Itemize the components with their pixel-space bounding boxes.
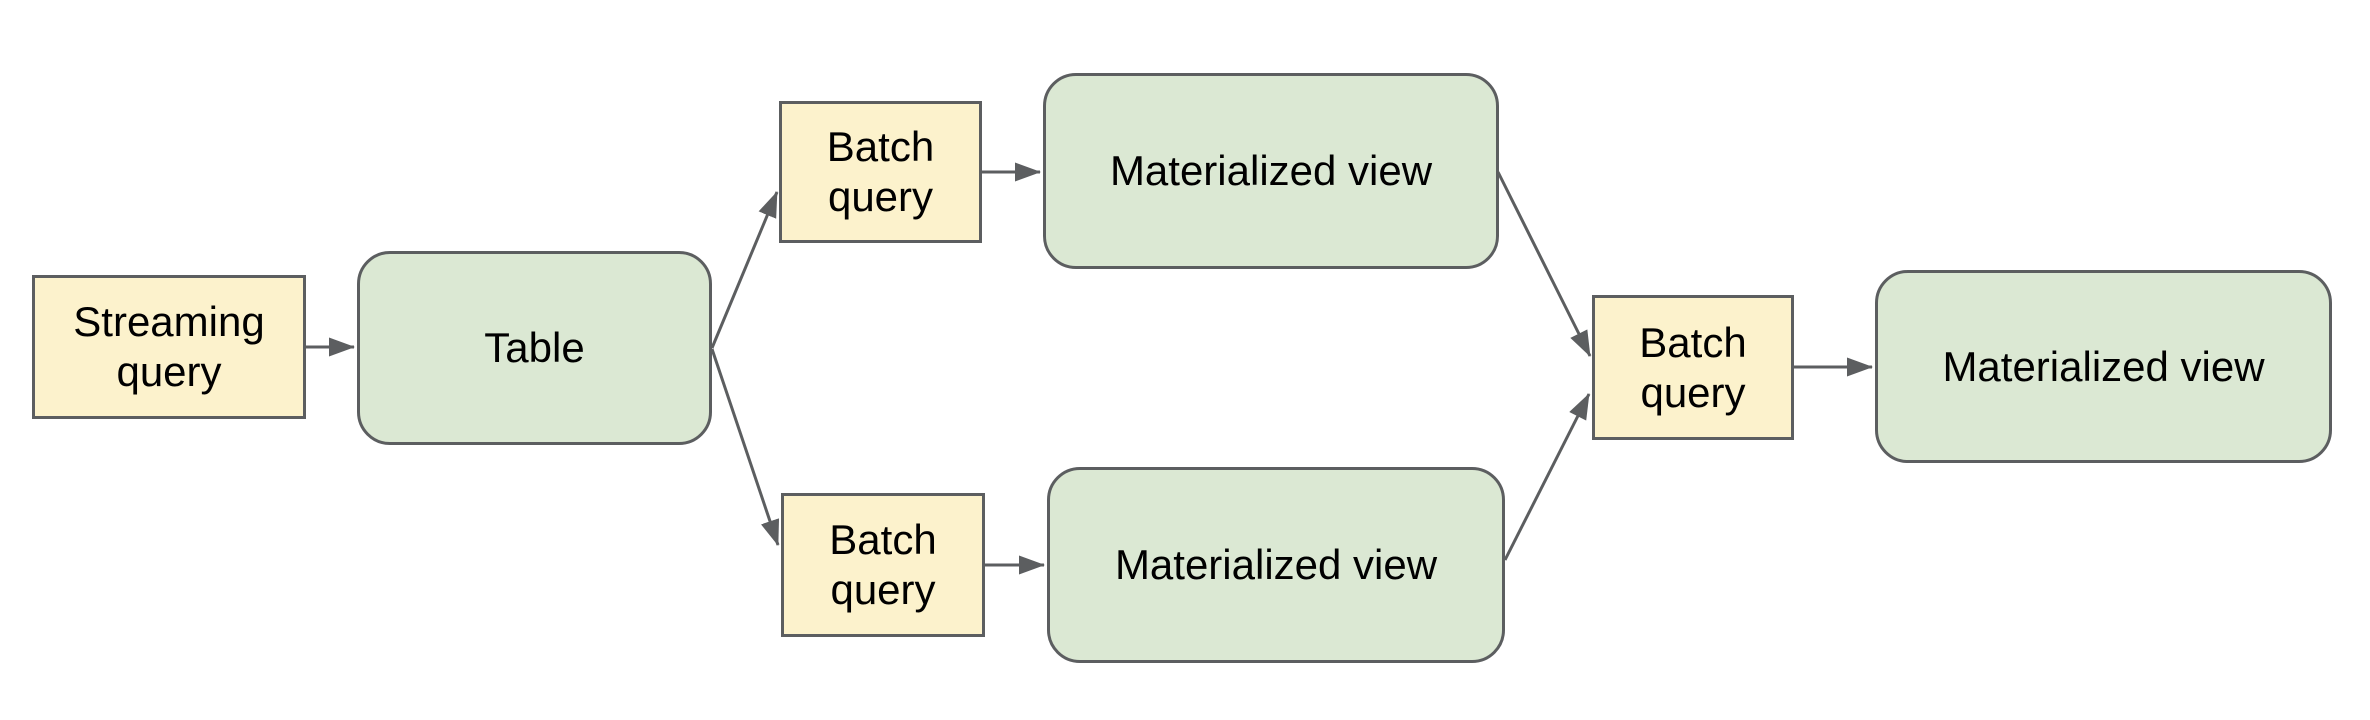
edge-materialized-view-top-to-batch-query-center [1496,171,1592,357]
node-label: Materialized view [1114,541,1438,589]
node-batch-query-bottom: Batch query [781,493,985,637]
node-label: Materialized view [1942,342,2265,390]
node-streaming-query: Streaming query [32,275,306,419]
node-label: Batch query [1639,318,1747,416]
node-materialized-view-final: Materialized view [1875,270,2332,463]
node-materialized-view-bottom: Materialized view [1047,467,1505,663]
node-label: Batch query [826,123,935,220]
node-label: Materialized view [1109,147,1433,195]
node-label: Streaming query [73,298,265,395]
node-table: Table [357,251,712,445]
edge-materialized-view-bottom-to-batch-query-center [1503,393,1591,561]
edge-table-to-batch-query-bottom [710,348,780,546]
node-label: Table [484,324,585,372]
node-batch-query-center: Batch query [1592,295,1794,440]
node-materialized-view-top: Materialized view [1043,73,1499,269]
node-label: Batch query [829,516,937,613]
node-batch-query-top: Batch query [779,101,982,243]
edge-table-to-batch-query-top [710,191,779,349]
